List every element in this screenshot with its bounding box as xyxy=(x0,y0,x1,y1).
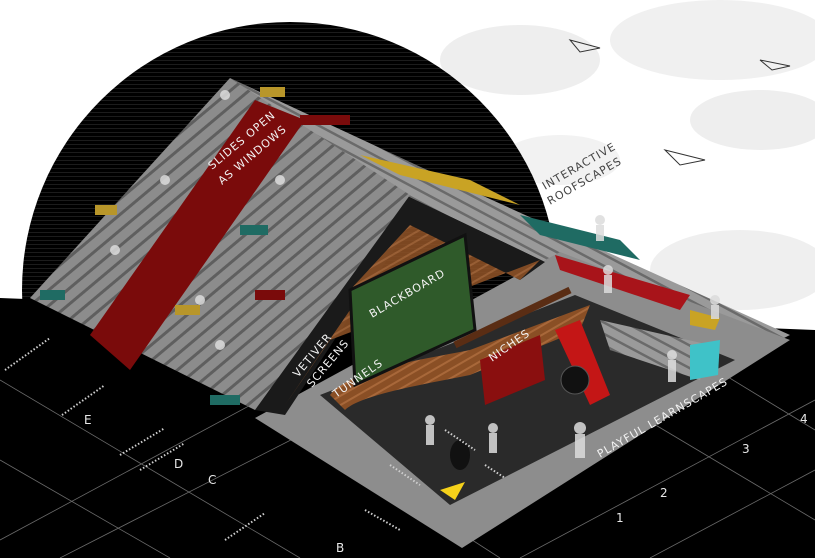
section-leaders xyxy=(4,337,506,541)
marker-c: C xyxy=(208,473,216,487)
swing-beam xyxy=(453,286,572,349)
clouds xyxy=(440,0,815,310)
paper-plane-icon xyxy=(440,482,465,500)
tyre-swing xyxy=(450,440,470,470)
red-slide-pit xyxy=(555,320,610,405)
marker-d: D xyxy=(174,457,183,471)
window-niche xyxy=(690,340,720,380)
slide xyxy=(90,100,305,370)
marker-4: 4 xyxy=(800,412,808,426)
pit-stairs xyxy=(600,320,710,380)
marker-e: E xyxy=(84,413,92,427)
niches-panel xyxy=(480,335,545,405)
tunnel-wall xyxy=(330,305,590,410)
child-figures xyxy=(110,90,720,458)
marker-1: 1 xyxy=(616,511,624,525)
marker-b: B xyxy=(336,541,344,555)
vetiver-screen xyxy=(285,225,540,405)
paper-plane-icon xyxy=(568,39,791,166)
tyre-swing xyxy=(560,365,590,395)
gable-frame xyxy=(255,195,545,415)
marker-2: 2 xyxy=(660,486,668,500)
marker-3: 3 xyxy=(742,442,750,456)
roof-seats xyxy=(40,87,720,405)
blackboard xyxy=(348,232,477,388)
right-roof-stairs xyxy=(230,78,790,350)
